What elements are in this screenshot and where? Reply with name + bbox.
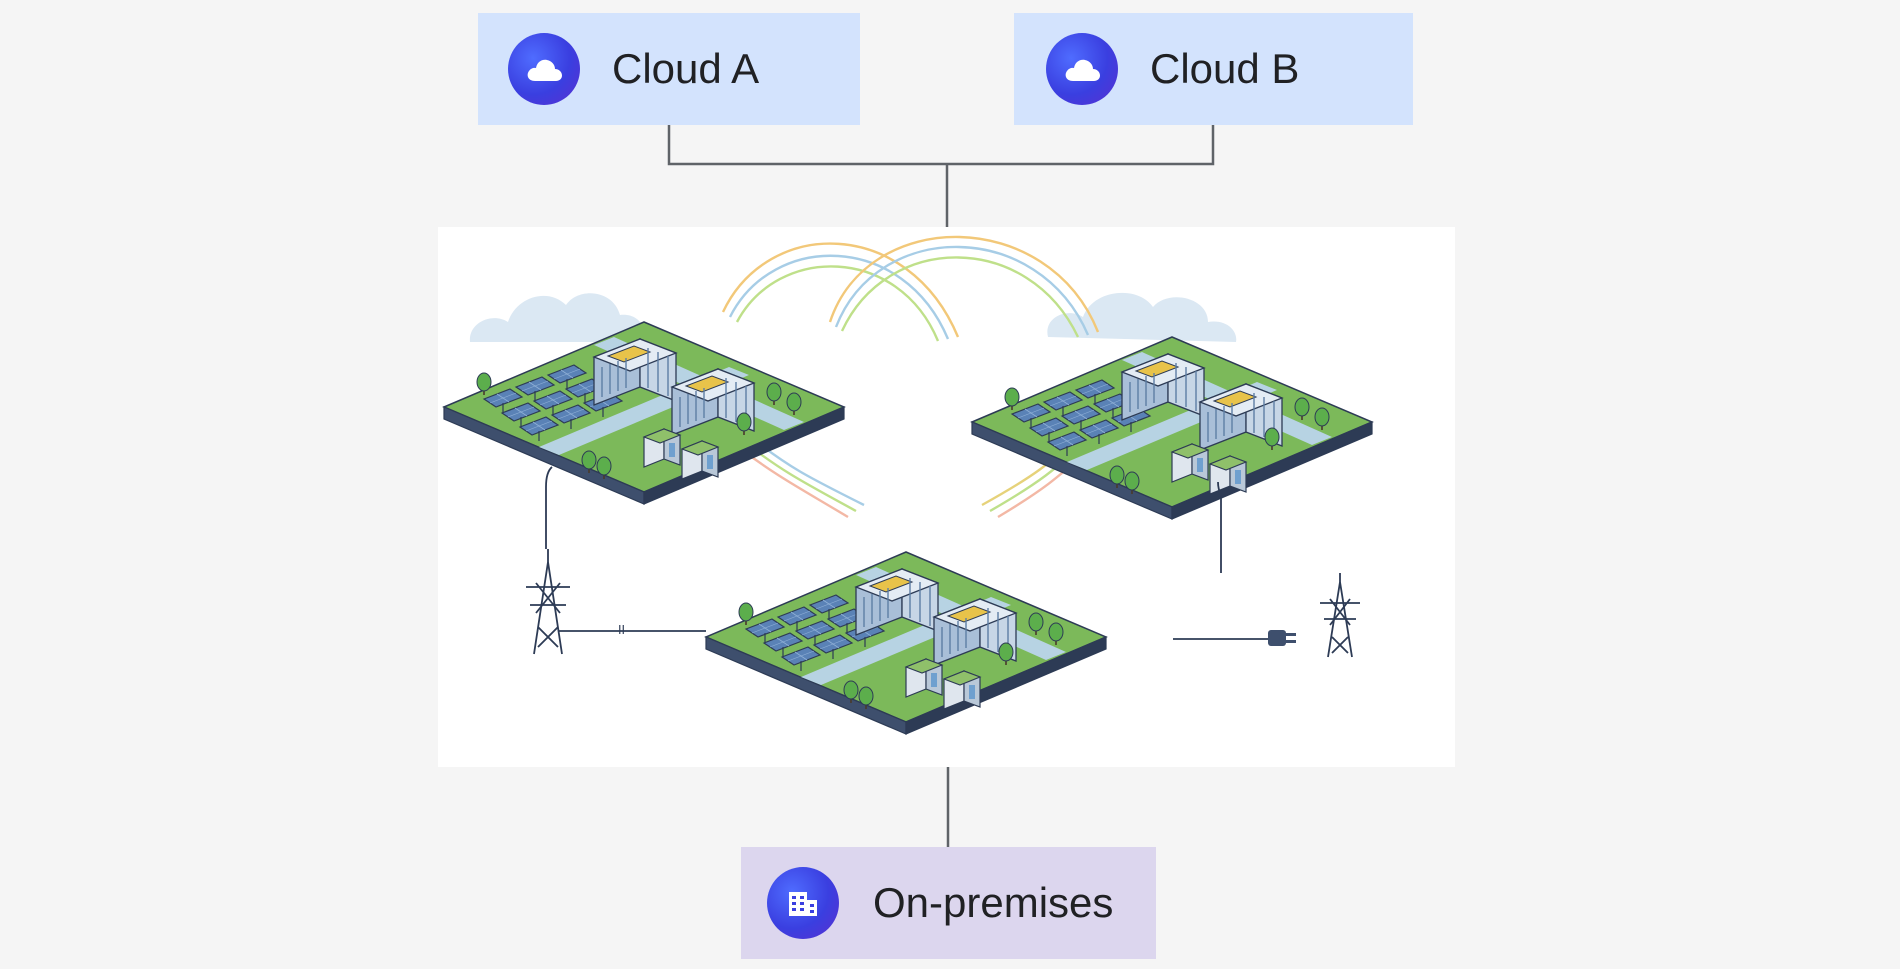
network-links [721, 235, 1100, 519]
datacenter-site-right [972, 337, 1372, 519]
power-lines [545, 466, 1268, 640]
building-icon [767, 867, 839, 939]
datacenter-illustration: II [438, 227, 1455, 767]
power-tower-icon [526, 549, 570, 655]
datacenter-site-left [444, 322, 844, 504]
on-premises-node[interactable]: On-premises [741, 847, 1156, 959]
datacenter-scene: II [438, 235, 1455, 767]
power-tower-icon [1320, 573, 1360, 658]
datacenter-site-bottom [706, 552, 1106, 734]
cloud-b-node[interactable]: Cloud B [1014, 13, 1413, 125]
plug-icon [1268, 630, 1296, 646]
cloud-a-label: Cloud A [612, 45, 760, 92]
cloud-b-label: Cloud B [1150, 45, 1300, 92]
cloud-a-node[interactable]: Cloud A [478, 13, 860, 125]
on-premises-label: On-premises [873, 879, 1114, 926]
cloud-icon [1046, 33, 1118, 105]
cloud-a-connector [667, 125, 1215, 166]
cloud-icon [508, 33, 580, 105]
cloud-shape-icon [469, 292, 1237, 342]
svg-text:II: II [618, 623, 625, 637]
